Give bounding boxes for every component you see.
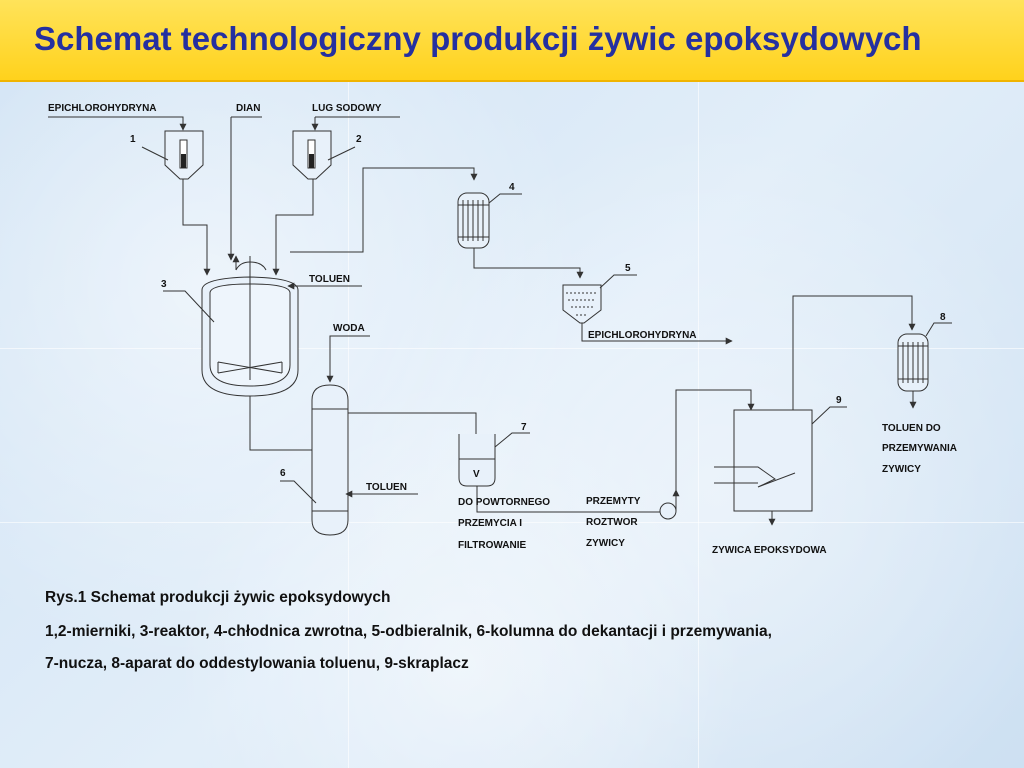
tile-divider bbox=[0, 522, 1024, 523]
number-5: 5 bbox=[625, 263, 631, 274]
line-meter2-reactor bbox=[272, 179, 314, 276]
line-epichlorohydryna-out bbox=[581, 323, 733, 345]
label-przemyty-3: ZYWICY bbox=[586, 538, 625, 549]
label-toluen-column: TOLUEN bbox=[366, 482, 407, 493]
background bbox=[0, 80, 1024, 768]
leader-1 bbox=[141, 146, 169, 161]
tile-divider bbox=[0, 348, 1024, 349]
label-toluen-reactor: TOLUEN bbox=[309, 274, 350, 285]
feed-line-epichlorohydryna bbox=[48, 116, 187, 131]
label-do-powtornego-1: DO POWTORNEGO bbox=[458, 497, 550, 508]
label-dian: DIAN bbox=[236, 103, 260, 114]
page-title: Schemat technologiczny produkcji żywic e… bbox=[34, 20, 922, 57]
label-zywica-epoksydowa: ZYWICA EPOKSYDOWA bbox=[712, 545, 827, 556]
line-nucza-out bbox=[476, 486, 660, 513]
number-1: 1 bbox=[130, 134, 136, 145]
leader-5 bbox=[599, 274, 637, 289]
number-6: 6 bbox=[280, 468, 286, 479]
label-do-powtornego-2: PRZEMYCIA I bbox=[458, 518, 522, 529]
line-pump-condenser bbox=[675, 389, 755, 511]
label-epichlorohydryna-out: EPICHLOROHYDRYNA bbox=[588, 330, 697, 341]
leader-7 bbox=[494, 432, 530, 448]
leader-8 bbox=[925, 322, 952, 337]
condenser-9-coil bbox=[714, 466, 796, 488]
column-6 bbox=[311, 384, 349, 536]
label-toluen-do-1: TOLUEN DO bbox=[882, 423, 941, 434]
number-8: 8 bbox=[940, 312, 946, 323]
number-9: 9 bbox=[836, 395, 842, 406]
leader-6 bbox=[280, 480, 317, 504]
reactor-3-stirrer bbox=[217, 256, 283, 380]
caption-legend-2: 7-nucza, 8-aparat do oddestylowania tolu… bbox=[45, 655, 469, 672]
line-column-nucza bbox=[348, 412, 480, 445]
label-woda: WODA bbox=[333, 323, 365, 334]
label-nucza-mark: V bbox=[473, 469, 480, 480]
label-przemyty-1: PRZEMYTY bbox=[586, 496, 641, 507]
label-do-powtornego-3: FILTROWANIE bbox=[458, 540, 526, 551]
label-przemyty-2: ROZTWOR bbox=[586, 517, 638, 528]
title-bar: Schemat technologiczny produkcji żywic e… bbox=[0, 0, 1024, 82]
tile-divider bbox=[698, 80, 699, 768]
condenser-9 bbox=[733, 409, 813, 512]
label-lug-sodowy: LUG SODOWY bbox=[312, 103, 382, 114]
line-reactor-column bbox=[249, 396, 317, 451]
line-condenser-apparatus bbox=[792, 295, 916, 410]
line-woda bbox=[326, 335, 370, 383]
number-2: 2 bbox=[356, 134, 362, 145]
process-diagram: EPICHLOROHYDRYNA DIAN LUG SODOWY TOLUEN … bbox=[48, 103, 957, 556]
feed-line-lug bbox=[315, 116, 400, 130]
number-7: 7 bbox=[521, 422, 527, 433]
leader-4 bbox=[488, 193, 522, 204]
label-toluen-do-2: PRZEMYWANIA bbox=[882, 443, 957, 454]
label-toluen-do-3: ZYWICY bbox=[882, 464, 921, 475]
receiver-5 bbox=[562, 284, 602, 324]
leader-2 bbox=[327, 146, 356, 161]
caption-title: Rys.1 Schemat produkcji żywic epoksydowy… bbox=[45, 589, 391, 606]
leader-9 bbox=[811, 406, 847, 425]
stirrer-motor bbox=[235, 261, 267, 271]
number-3: 3 bbox=[161, 279, 167, 290]
pump bbox=[659, 502, 677, 520]
leader-3 bbox=[163, 290, 215, 323]
line-meter1-reactor bbox=[182, 179, 211, 276]
number-4: 4 bbox=[509, 182, 515, 193]
line-cooler-receiver bbox=[473, 248, 584, 279]
caption-legend-1: 1,2-mierniki, 3-reaktor, 4-chłodnica zwr… bbox=[45, 623, 772, 640]
line-reactor-cooler bbox=[290, 167, 478, 253]
label-epichlorohydryna-in: EPICHLOROHYDRYNA bbox=[48, 103, 157, 114]
feed-line-dian bbox=[231, 116, 262, 260]
